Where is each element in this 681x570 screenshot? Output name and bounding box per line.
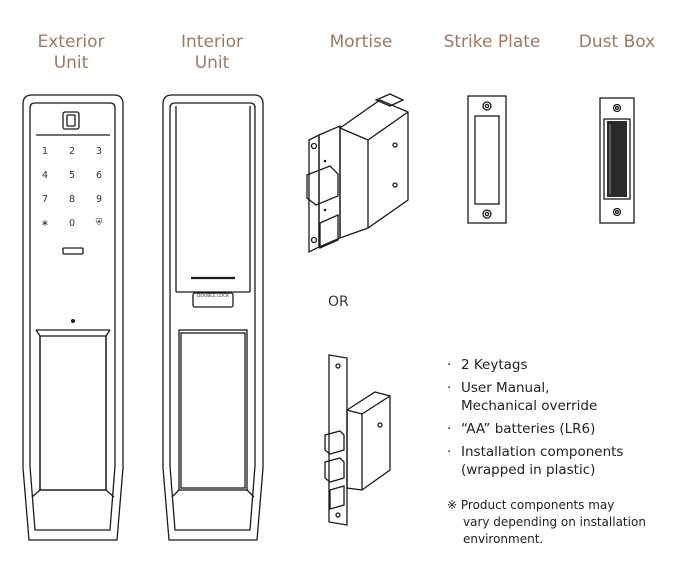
list-item: · Installation components (wrapped in pl… (447, 443, 623, 479)
key-star: ∗ (41, 218, 49, 229)
key-3: 3 (95, 146, 103, 157)
bullet: · (447, 357, 452, 373)
accessory-user-manual-line1: User Manual, (461, 380, 550, 396)
accessory-installation-line2: (wrapped in plastic) (461, 462, 596, 478)
list-item: · User Manual, Mechanical override (447, 379, 623, 415)
double-lock-label: DOUBLE LOCK (196, 294, 230, 299)
header-exterior-unit: Exterior Unit (30, 32, 112, 74)
note-mark: ※ (447, 498, 458, 512)
key-7: 7 (41, 194, 49, 205)
accessory-user-manual-line2: Mechanical override (461, 398, 598, 414)
key-5: 5 (68, 170, 76, 181)
header-dust-box: Dust Box (578, 32, 656, 52)
header-strike-plate: Strike Plate (443, 32, 541, 52)
accessory-keytags: 2 Keytags (461, 357, 528, 373)
accessory-installation-line1: Installation components (461, 444, 624, 460)
header-interior-line2: Unit (194, 53, 230, 73)
bullet: · (447, 444, 452, 460)
accessory-batteries: “AA” batteries (LR6) (461, 421, 596, 437)
key-shield-icon: ⛨ (95, 218, 103, 228)
accessories-list: · 2 Keytags · User Manual, Mechanical ov… (447, 356, 623, 484)
key-8: 8 (68, 194, 76, 205)
key-9: 9 (95, 194, 103, 205)
header-interior-unit: Interior Unit (170, 32, 254, 74)
key-6: 6 (95, 170, 103, 181)
header-exterior-line2: Unit (53, 53, 89, 73)
list-item: · 2 Keytags (447, 356, 623, 374)
or-label: OR (328, 294, 349, 310)
note-line3: environment. (463, 532, 544, 546)
bullet: · (447, 421, 452, 437)
note-line1: Product components may (460, 498, 615, 512)
key-4: 4 (41, 170, 49, 181)
keypad-grid: 1 2 3 4 5 6 7 8 9 ∗ 0 ⛨ (36, 146, 108, 242)
list-item: · “AA” batteries (LR6) (447, 420, 623, 438)
key-0: 0 (68, 218, 76, 229)
key-2: 2 (68, 146, 76, 157)
installation-note: ※ Product components may vary depending … (447, 497, 646, 548)
note-line2: vary depending on installation (463, 515, 646, 529)
key-1: 1 (41, 146, 49, 157)
bullet: · (447, 380, 452, 396)
header-exterior-line1: Exterior (37, 32, 105, 52)
header-mortise: Mortise (329, 32, 393, 52)
header-interior-line1: Interior (180, 32, 243, 52)
